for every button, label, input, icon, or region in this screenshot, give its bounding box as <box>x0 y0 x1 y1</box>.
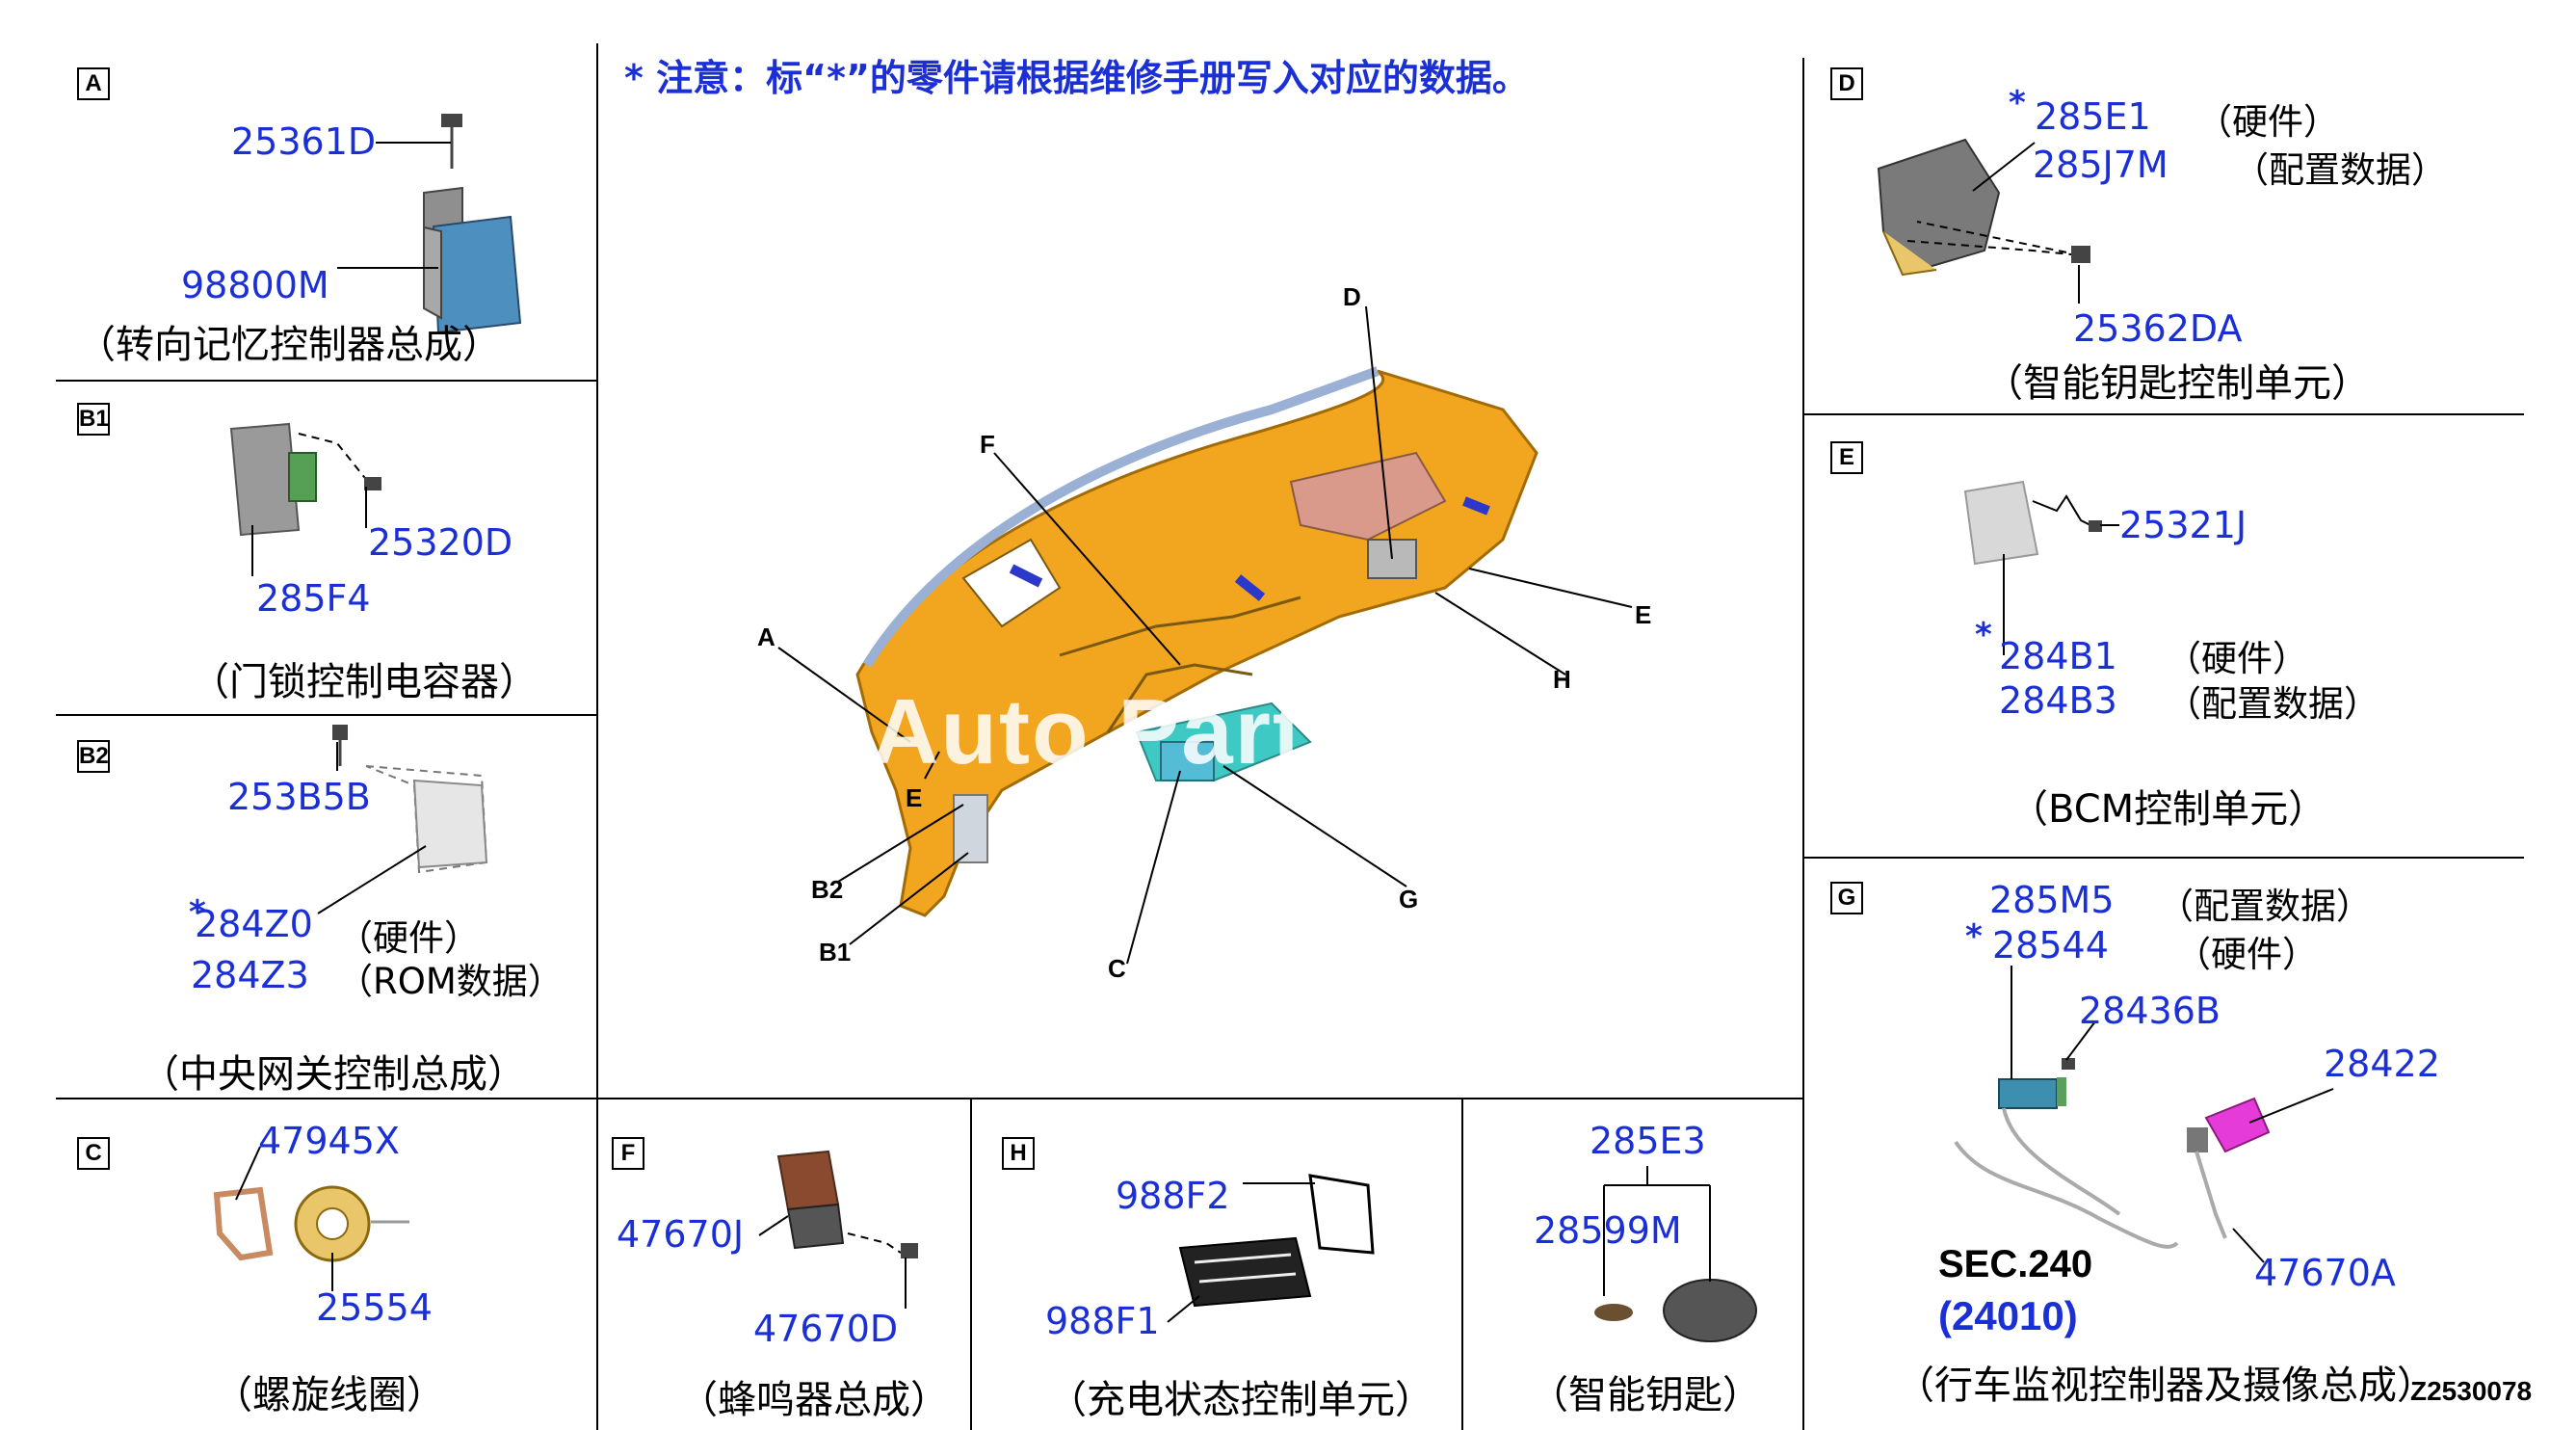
b2-hardware-note: （硬件） <box>337 917 480 959</box>
section-e-tag: E <box>1830 441 1863 474</box>
part-285j7m: 285J7M <box>2033 144 2169 186</box>
part-25362da: 25362DA <box>2073 307 2243 350</box>
callout-b2: B2 <box>811 875 844 904</box>
section-a-tag: A <box>77 67 110 100</box>
g-config-note: （配置数据） <box>2158 886 2372 927</box>
callout-e-left: E <box>906 783 923 812</box>
section-k-leaders <box>1603 1166 1711 1296</box>
dashboard-assembly-illustration <box>855 366 1538 917</box>
section-f-illustration <box>776 1150 918 1258</box>
section-d-leaders <box>1972 142 2080 304</box>
part-988f1: 988F1 <box>1045 1300 1160 1342</box>
part-284z3: 284Z3 <box>191 954 309 996</box>
part-285e1: 285E1 <box>2035 95 2151 138</box>
callout-g: G <box>1399 885 1419 914</box>
section-h-tag: H <box>1002 1137 1035 1170</box>
e-hardware-note: （硬件） <box>2166 638 2308 679</box>
g-hardware-note: （硬件） <box>2175 934 2318 975</box>
part-284b1: 284B1 <box>1999 635 2117 677</box>
star-28544: * <box>1965 917 1983 956</box>
section-g-caption: （行车监视控制器及摄像总成） <box>1896 1364 2435 1408</box>
part-285e3: 285E3 <box>1590 1120 1706 1162</box>
section-g-tag: G <box>1830 882 1863 914</box>
callout-d: D <box>1343 282 1361 311</box>
g-sec-ref: SEC.240 <box>1938 1245 2092 1284</box>
d-hardware-note: （硬件） <box>2196 101 2339 143</box>
section-c-leaders <box>235 1146 333 1291</box>
part-28599m: 28599M <box>1534 1209 1682 1252</box>
section-h-leaders <box>1167 1182 1315 1323</box>
part-28422: 28422 <box>2324 1043 2440 1085</box>
part-47945x: 47945X <box>258 1120 400 1162</box>
section-b1-caption: （门锁控制电容器） <box>191 660 538 704</box>
part-988f2: 988F2 <box>1116 1175 1230 1217</box>
watermark-text: Auto Parts C <box>872 680 1456 783</box>
section-a-illustration <box>423 114 522 334</box>
callout-b1: B1 <box>819 938 852 967</box>
part-25554: 25554 <box>316 1286 433 1329</box>
notice-text: * 注意：标“*”的零件请根据维修手册写入对应的数据。 <box>624 57 1529 99</box>
section-a-caption: （转向记忆控制器总成） <box>77 323 501 367</box>
section-a-leaders <box>337 142 451 269</box>
part-25321j: 25321J <box>2119 504 2247 546</box>
callout-e-right: E <box>1635 600 1652 629</box>
section-f-tag: F <box>612 1137 644 1170</box>
section-b2-leaders <box>317 742 427 914</box>
callout-a: A <box>757 622 775 651</box>
part-28436b: 28436B <box>2079 990 2221 1032</box>
part-285m5: 285M5 <box>1989 879 2115 921</box>
star-284z0: * <box>189 893 206 932</box>
part-285f4: 285F4 <box>256 577 371 620</box>
part-284b3: 284B3 <box>1999 679 2117 722</box>
section-b2-tag: B2 <box>77 740 110 773</box>
section-h-illustration <box>1178 1174 1375 1308</box>
b2-rom-note: （ROM数据） <box>337 961 564 1002</box>
star-284b1: * <box>1975 616 1992 654</box>
section-k-caption: （智能钥匙） <box>1530 1373 1761 1417</box>
section-f-caption: （蜂鸣器总成） <box>679 1378 949 1422</box>
section-e-illustration <box>1963 480 2102 566</box>
d-config-note: （配置数据） <box>2233 149 2447 191</box>
section-k-illustration <box>1594 1279 1757 1342</box>
section-h-caption: （充电状态控制单元） <box>1048 1378 1433 1422</box>
part-47670a: 47670A <box>2254 1252 2396 1294</box>
part-284z0: 284Z0 <box>195 903 313 945</box>
part-25361d: 25361D <box>231 120 377 163</box>
section-b1-illustration <box>229 422 381 537</box>
part-253b5b: 253B5B <box>227 776 371 818</box>
section-c-illustration <box>213 1185 409 1262</box>
section-c-caption: （螺旋线圈） <box>214 1373 445 1417</box>
part-47670j: 47670J <box>617 1213 745 1256</box>
section-d-tag: D <box>1830 67 1863 100</box>
callout-c: C <box>1108 954 1126 983</box>
section-f-leaders <box>758 1215 907 1309</box>
section-d-illustration <box>1877 138 2090 277</box>
callout-f: F <box>980 430 995 459</box>
part-28544: 28544 <box>1992 924 2109 967</box>
section-g-leaders <box>2011 966 2334 1263</box>
section-e-leaders <box>2003 524 2119 655</box>
star-285e1: * <box>2009 84 2026 122</box>
section-b2-illustration <box>332 725 488 874</box>
section-b1-tag: B1 <box>77 403 110 436</box>
section-g-illustration <box>1954 1058 2271 1249</box>
section-e-caption: （BCM控制单元） <box>2010 787 2327 832</box>
section-c-tag: C <box>77 1137 110 1170</box>
section-b1-leaders <box>251 487 367 576</box>
callout-leaders <box>777 305 1633 965</box>
grid-lines <box>56 43 2524 1430</box>
part-98800m: 98800M <box>181 264 329 306</box>
part-25320d: 25320D <box>368 521 513 564</box>
drawing-number: Z2530078 <box>2410 1376 2533 1406</box>
section-d-caption: （智能钥匙控制单元） <box>1985 361 2370 406</box>
callout-h: H <box>1553 665 1571 694</box>
section-b2-caption: （中央网关控制总成） <box>141 1052 526 1097</box>
part-47670d: 47670D <box>753 1308 899 1350</box>
e-config-note: （配置数据） <box>2166 683 2379 725</box>
g-sec-sub: (24010) <box>1938 1293 2078 1338</box>
g-sec-ref-text: SEC.240 <box>1938 1243 2093 1285</box>
